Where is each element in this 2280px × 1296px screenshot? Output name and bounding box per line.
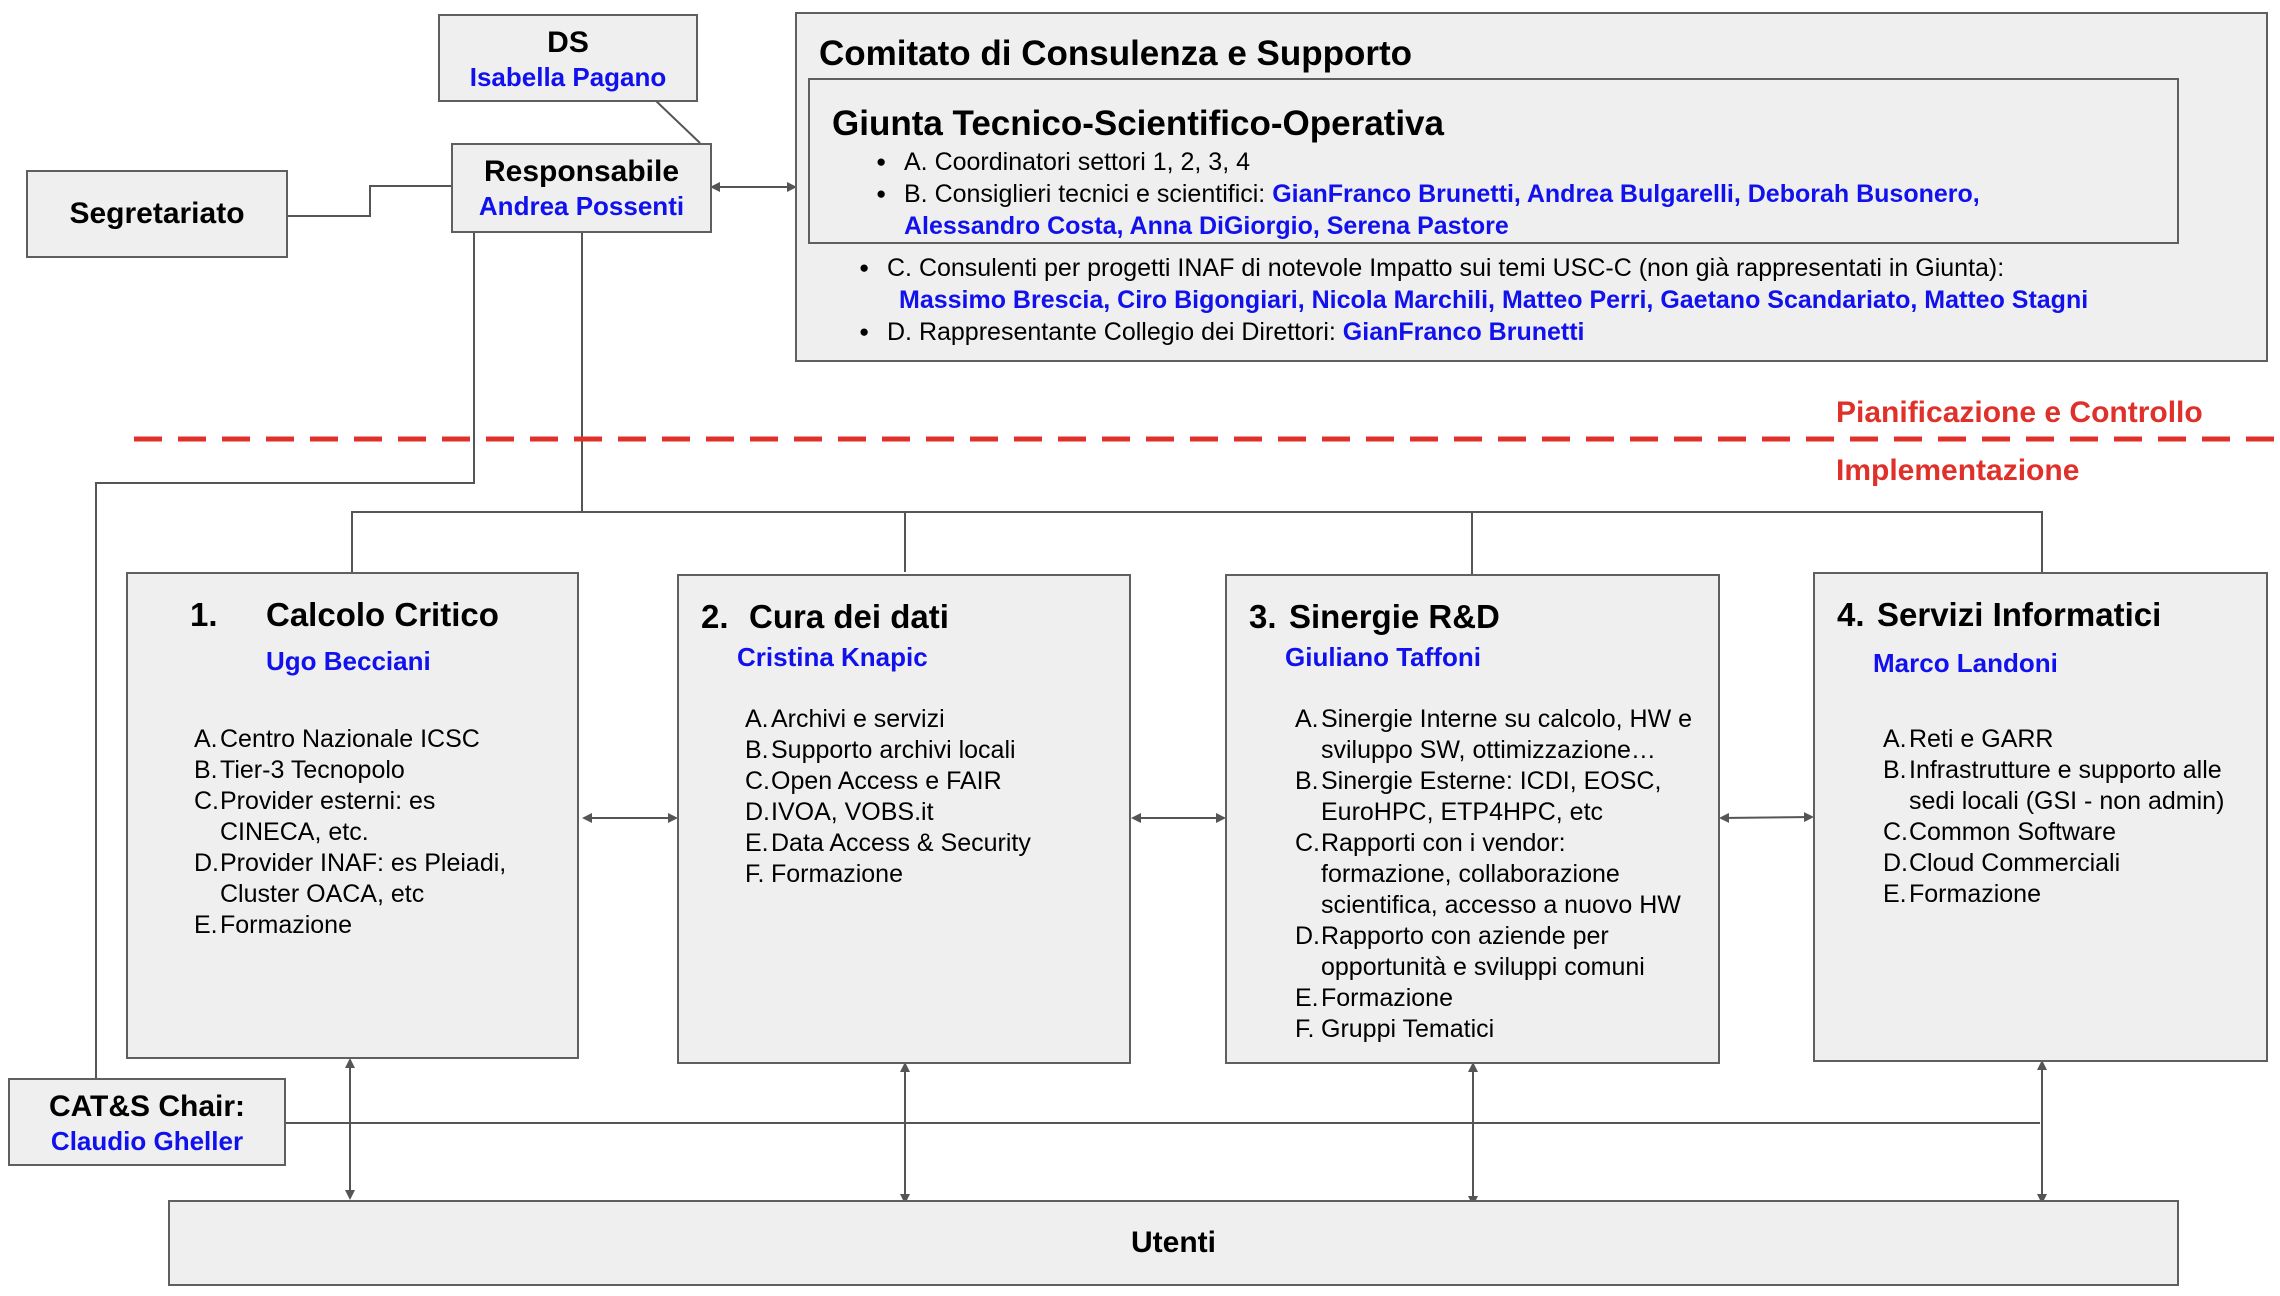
comitato-title: Comitato di Consulenza e Supporto (819, 34, 1413, 73)
sector-item: C.Common Software (1883, 818, 2117, 846)
giunta-b-names-2: Alessandro Costa, Anna DiGiorgio, Serena… (904, 212, 1509, 240)
responsabile-box: Responsabile Andrea Possenti (451, 143, 712, 233)
sector-item: C.Open Access e FAIR (745, 767, 1002, 795)
sector-item: D.Provider INAF: es Pleiadi, Cluster OAC… (194, 849, 507, 908)
sector-item: C.Rapporti con i vendor: formazione, col… (1295, 829, 1681, 919)
sector-4-title: Servizi Informatici (1877, 596, 2162, 633)
giunta-b-names-1: GianFranco Brunetti, Andrea Bulgarelli, … (1272, 180, 1980, 208)
responsabile-cats-line (95, 233, 475, 1078)
sector-box-4: 4. Servizi Informatici Marco Landoni A.R… (1813, 572, 2268, 1062)
responsabile-title: Responsabile (483, 155, 680, 188)
comitato-d-item: ● D. Rappresentante Collegio dei Diretto… (859, 316, 1585, 348)
utenti-box: Utenti (168, 1200, 2179, 1286)
sector-item: A.Archivi e servizi (745, 705, 945, 733)
sector-1-number: 1. (190, 596, 218, 633)
sector-3-items: A.Sinergie Interne su calcolo, HW e svil… (1295, 704, 1703, 1045)
segretariato-title: Segretariato (69, 197, 245, 230)
sector-2-items: A.Archivi e servizi B.Supporto archivi l… (745, 704, 1105, 890)
sector-2-number: 2. (701, 598, 729, 635)
sector-2-lead: Cristina Knapic (737, 642, 928, 672)
responsabile-name: Andrea Possenti (478, 191, 685, 221)
bullet-icon: ● (876, 152, 887, 171)
sector-item: E.Formazione (1883, 880, 2041, 908)
giunta-b-item: ● B. Consiglieri tecnici e scientifici: … (876, 178, 1980, 242)
giunta-a-text: A. Coordinatori settori 1, 2, 3, 4 (904, 148, 1251, 176)
giunta-a-item: ● A. Coordinatori settori 1, 2, 3, 4 (876, 146, 1251, 178)
sector-item: E.Data Access & Security (745, 829, 1031, 857)
comitato-d-name: GianFranco Brunetti (1342, 318, 1585, 346)
sector-item: B.Supporto archivi locali (745, 736, 1016, 764)
segretariato-box: Segretariato (26, 170, 288, 258)
utenti-title: Utenti (1131, 1226, 1216, 1259)
ds-responsabile-line (654, 99, 701, 144)
cats-title: CAT&S Chair: (48, 1090, 246, 1123)
sector-2-title: Cura dei dati (749, 598, 949, 635)
sector-item: B.Infrastrutture e supporto alle sedi lo… (1883, 756, 2225, 815)
sector-4-number: 4. (1837, 596, 1865, 633)
sector-item: A.Sinergie Interne su calcolo, HW e svil… (1295, 705, 1693, 764)
sector-box-3: 3. Sinergie R&D Giuliano Taffoni A.Siner… (1225, 574, 1720, 1064)
segretariato-line (287, 185, 453, 217)
sector-item: B.Tier-3 Tecnopolo (194, 756, 405, 784)
giunta-b-prefix: B. Consiglieri tecnici e scientifici: (904, 180, 1273, 208)
sector-box-2: 2. Cura dei dati Cristina Knapic A.Archi… (677, 574, 1131, 1064)
sector-1-title: Calcolo Critico (266, 596, 499, 633)
comitato-c-item: ● C. Consulenti per progetti INAF di not… (859, 252, 2089, 316)
ds-title: DS (547, 26, 589, 59)
comitato-d-prefix: D. Rappresentante Collegio dei Direttori… (887, 318, 1343, 346)
sector-item: B.Sinergie Esterne: ICDI, EOSC, EuroHPC,… (1295, 767, 1662, 826)
bullet-icon: ● (859, 322, 870, 341)
bullet-icon: ● (876, 184, 887, 203)
sector-box-1: 1. Calcolo Critico Ugo Becciani A.Centro… (126, 572, 579, 1059)
sector-1-items: A.Centro Nazionale ICSC B.Tier-3 Tecnopo… (194, 724, 534, 941)
implementation-label: Implementazione (1836, 454, 2080, 487)
sector-item: F.Gruppi Tematici (1295, 1015, 1495, 1043)
giunta-box: Giunta Tecnico-Scientifico-Operativa ● A… (808, 78, 2179, 244)
sector-item: D.Cloud Commerciali (1883, 849, 2121, 877)
sector-item: F.Formazione (745, 860, 903, 888)
sector-item: C.Provider esterni: es CINECA, etc. (194, 787, 436, 846)
giunta-title: Giunta Tecnico-Scientifico-Operativa (832, 104, 1444, 143)
sector-4-items: A.Reti e GARR B.Infrastrutture e support… (1883, 724, 2261, 910)
sector-item: E.Formazione (1295, 984, 1453, 1012)
bus-left (351, 511, 905, 572)
bus-right (904, 511, 2043, 572)
sector-3-number: 3. (1249, 598, 1277, 635)
ds-name: Isabella Pagano (469, 62, 667, 92)
sector-3-lead: Giuliano Taffoni (1285, 642, 1481, 672)
arrow-s3-s4 (1719, 812, 1814, 823)
sector-item: D.IVOA, VOBS.it (745, 798, 934, 826)
sector-4-lead: Marco Landoni (1873, 648, 2058, 678)
comitato-c-text: C. Consulenti per progetti INAF di notev… (887, 254, 2005, 282)
sector-3-title: Sinergie R&D (1289, 598, 1500, 635)
cats-name: Claudio Gheller (50, 1126, 244, 1156)
sector-item: E.Formazione (194, 911, 352, 939)
comitato-c-names: Massimo Brescia, Ciro Bigongiari, Nicola… (899, 286, 2089, 314)
ds-box: DS Isabella Pagano (438, 14, 698, 102)
sector-item: D.Rapporto con aziende per opportunità e… (1295, 922, 1645, 981)
cats-box: CAT&S Chair: Claudio Gheller (8, 1078, 286, 1166)
bullet-icon: ● (859, 258, 870, 277)
sector-item: A.Reti e GARR (1883, 725, 2054, 753)
planning-label: Pianificazione e Controllo (1836, 396, 2203, 429)
sector-item: A.Centro Nazionale ICSC (194, 725, 480, 753)
sector-1-lead: Ugo Becciani (266, 646, 431, 676)
